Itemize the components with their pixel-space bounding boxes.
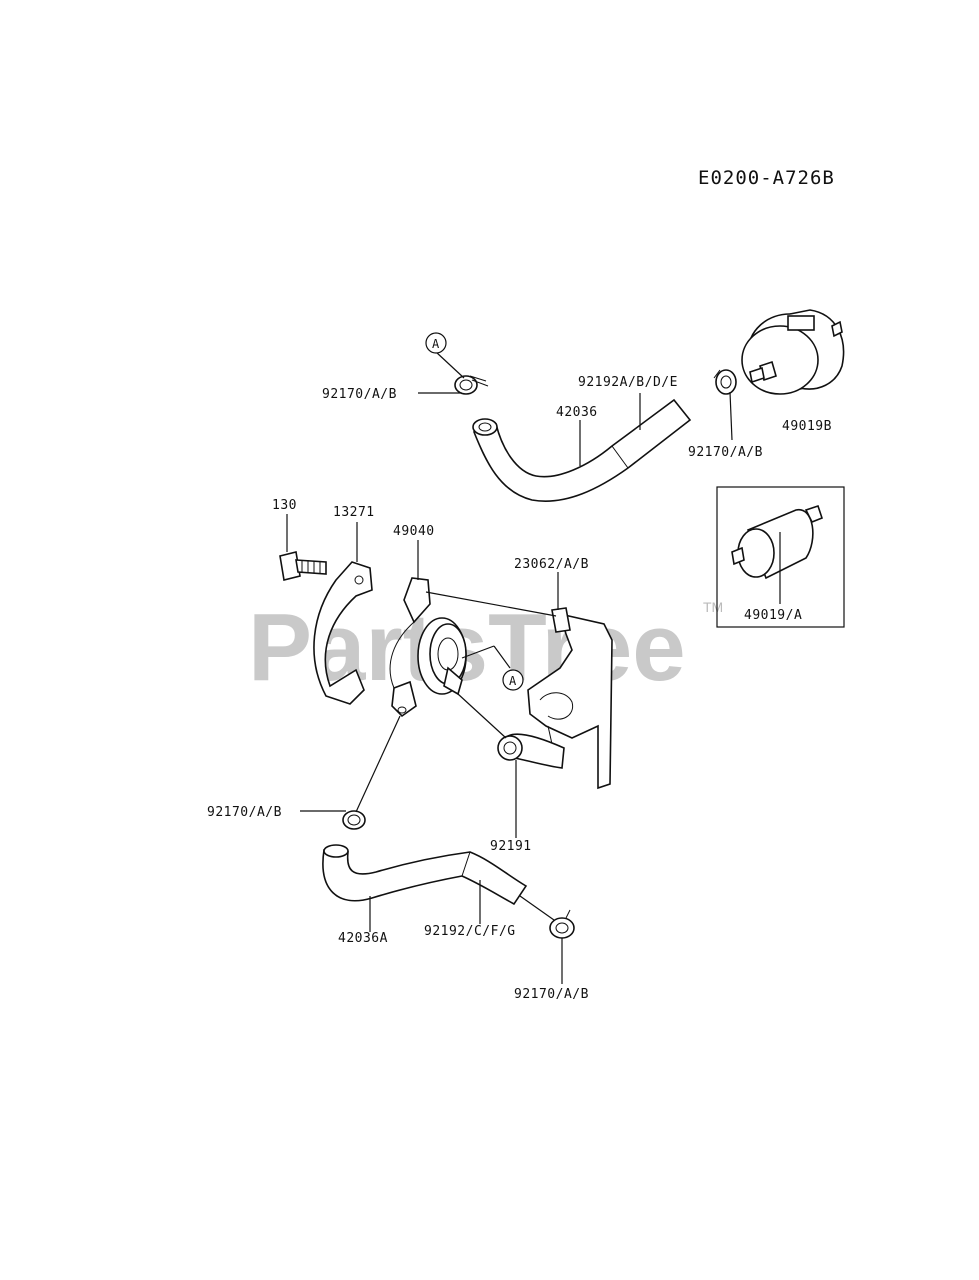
label-joint: 92191 — [490, 839, 532, 854]
hose-42036 — [472, 398, 692, 502]
label-clamp-bottom: 92170/A/B — [514, 987, 589, 1002]
diagram-code: E0200-A726B — [698, 167, 835, 189]
label-hose-bottom: 42036A — [338, 931, 388, 946]
label-filter-top: 49019B — [782, 419, 832, 434]
ref-circle-a-mid: A — [502, 669, 524, 691]
valve-49040 — [389, 577, 467, 718]
bracket-13271 — [313, 561, 373, 705]
label-clamp-mid-left: 92170/A/B — [207, 805, 282, 820]
clamp-mid-left — [342, 810, 366, 830]
label-clamp-top-left: 92170/A/B — [322, 387, 397, 402]
clamp-top-right — [713, 369, 737, 395]
ref-a-top-label: A — [432, 337, 440, 351]
label-hose-top-outer: 92192A/B/D/E — [578, 375, 678, 390]
joint-92191 — [497, 733, 565, 769]
label-bracket: 13271 — [333, 505, 375, 520]
label-filter-box: 49019/A — [744, 608, 802, 623]
clamp-top-left — [454, 375, 489, 395]
ref-a-mid-label: A — [509, 674, 517, 688]
bracket-plate — [527, 607, 613, 790]
bolt-130 — [279, 551, 327, 581]
label-hose-bottom-outer: 92192/C/F/G — [424, 924, 516, 939]
label-clip: 23062/A/B — [514, 557, 589, 572]
filter-49019a — [731, 504, 823, 580]
filter-49019b — [741, 309, 845, 395]
label-clamp-top-right: 92170/A/B — [688, 445, 763, 460]
label-bolt: 130 — [272, 498, 297, 513]
watermark-trademark: TM — [703, 599, 723, 615]
leader-lines — [286, 351, 781, 984]
hose-42036a — [322, 844, 528, 906]
clamp-bottom — [549, 909, 575, 939]
label-valve: 49040 — [393, 524, 435, 539]
label-hose-top: 42036 — [556, 405, 598, 420]
ref-circle-a-top: A — [425, 332, 447, 354]
